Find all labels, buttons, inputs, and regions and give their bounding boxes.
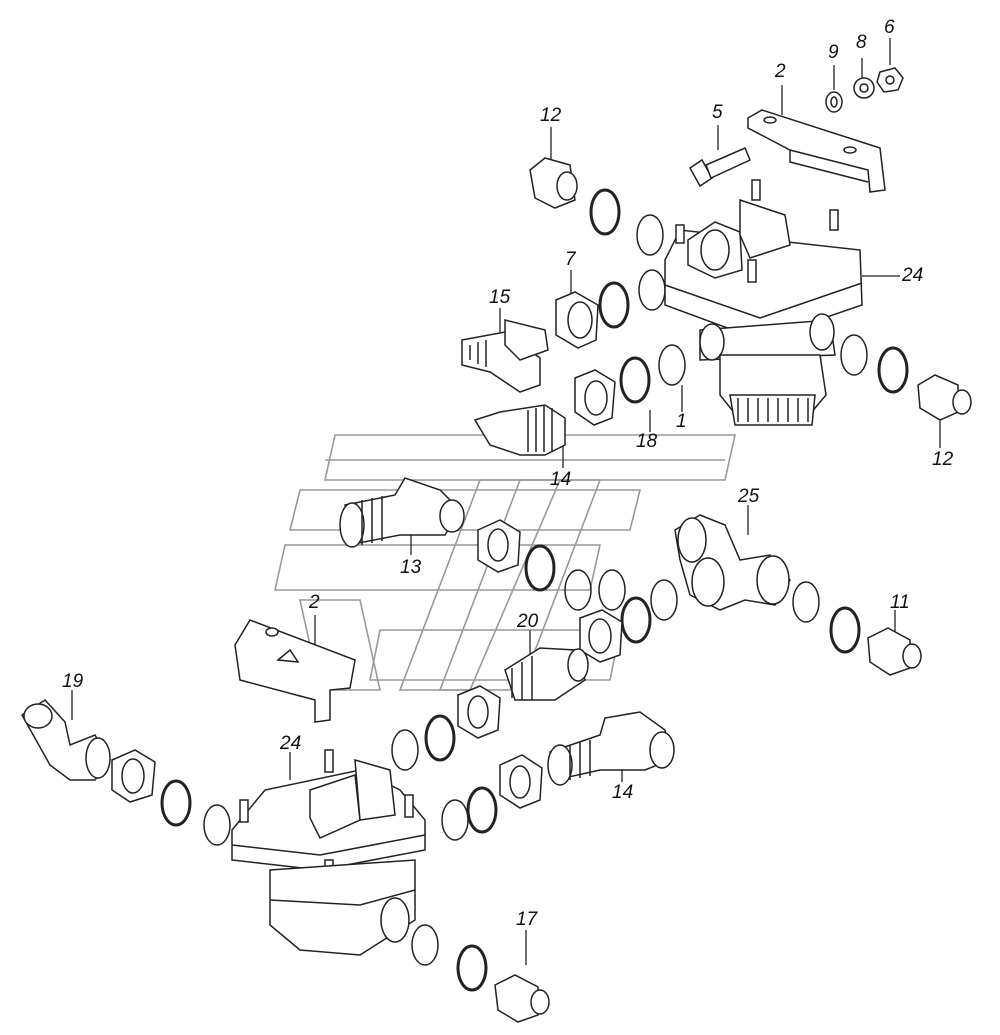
- elbow-15: [461, 319, 549, 393]
- label-part-2-lower: 2: [309, 592, 320, 613]
- label-part-18: 18: [636, 431, 658, 452]
- bracket-lower: [234, 619, 356, 723]
- nut-middle-right: [579, 609, 623, 663]
- label-part-5: 5: [712, 102, 723, 123]
- elbow-19: [21, 699, 111, 781]
- label-part-14-lower: 14: [612, 782, 634, 803]
- nut-lower-left: [111, 749, 156, 803]
- label-part-15: 15: [489, 287, 511, 308]
- nut-lower-mid-2: [499, 754, 543, 809]
- label-part-24-lower: 24: [280, 733, 302, 754]
- label-part-1: 1: [676, 411, 687, 432]
- washers-middle: [524, 544, 861, 654]
- bolt-5: [689, 147, 751, 188]
- label-part-11: 11: [890, 592, 910, 613]
- label-part-25: 25: [738, 486, 760, 507]
- bracket-top: [747, 109, 886, 193]
- fitting-12-right: [917, 374, 972, 421]
- label-part-12-right: 12: [932, 449, 954, 470]
- label-part-9: 9: [828, 42, 839, 63]
- fitting-12-top: [529, 157, 578, 209]
- label-part-20: 20: [517, 611, 539, 632]
- label-part-14-upper: 14: [550, 469, 572, 490]
- label-part-6: 6: [884, 17, 895, 38]
- elbow-14-lower: [547, 711, 675, 786]
- elbow-14-upper: [473, 404, 566, 456]
- label-part-2-top: 2: [775, 61, 786, 82]
- label-part-12-top: 12: [540, 105, 562, 126]
- nipple-20: [504, 647, 589, 701]
- valve-24-lower: [231, 749, 426, 956]
- washer-8: [853, 77, 875, 99]
- elbow-13: [339, 477, 465, 548]
- washer-9: [825, 91, 843, 113]
- fitting-17: [494, 974, 550, 1023]
- label-part-8: 8: [856, 32, 867, 53]
- tee-25: [674, 514, 791, 611]
- label-part-7: 7: [565, 249, 576, 270]
- nut-middle-left: [477, 519, 521, 573]
- valve-24-upper: [664, 179, 863, 426]
- washers-upper: [589, 188, 909, 404]
- fitting-11: [867, 627, 922, 676]
- label-part-13: 13: [400, 557, 422, 578]
- washers-lower: [160, 714, 498, 992]
- leader-lines: [71, 38, 941, 965]
- nut-lower-mid: [457, 685, 501, 739]
- label-part-19: 19: [62, 671, 84, 692]
- nut-7: [555, 291, 599, 349]
- label-part-24-upper: 24: [902, 265, 924, 286]
- label-part-17: 17: [516, 909, 538, 930]
- nut-6: [876, 67, 904, 93]
- nut-upper-2: [574, 369, 616, 426]
